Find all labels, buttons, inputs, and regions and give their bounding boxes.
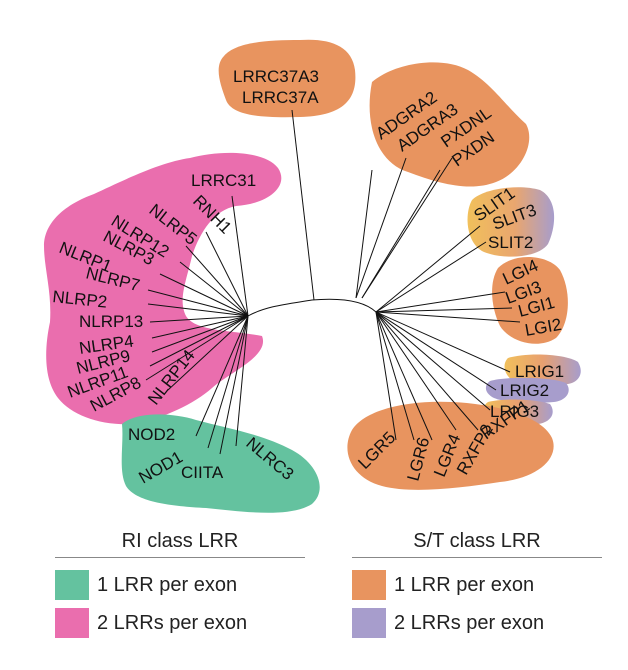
tree-branch (375, 311, 521, 323)
tree-branch (231, 195, 249, 317)
tree-branch (375, 311, 497, 391)
legend-st-title: S/T class LRR (352, 530, 602, 558)
blob-lgr-rxfp (347, 401, 554, 490)
tree-branch (167, 315, 249, 391)
label-lrrc31: LRRC31 (191, 171, 256, 190)
blob-lgi (492, 256, 568, 344)
tree-branch (375, 225, 481, 313)
legend-ri-item-1: 1 LRR per exon (55, 566, 305, 604)
swatch-st-2lrr (352, 608, 386, 638)
blob-lrig2 (485, 377, 569, 403)
legend-ri-title: RI class LRR (55, 530, 305, 558)
blob-nod (121, 414, 320, 513)
blob-adgra-pxdn (369, 62, 530, 187)
tree-branch (159, 273, 249, 317)
tree-branch (185, 245, 249, 317)
legend-ri-class: RI class LRR 1 LRR per exon 2 LRRs per e… (55, 530, 305, 642)
tree-branch (375, 291, 506, 313)
blob-slit (467, 187, 555, 257)
legend-st-item-1: 1 LRR per exon (352, 566, 602, 604)
label-lrrc37a3: LRRC37A3 (233, 67, 319, 86)
tree-branch (145, 315, 249, 381)
legend-st-class: S/T class LRR 1 LRR per exon 2 LRRs per … (352, 530, 602, 642)
label-lrig3: LRIG3 (490, 402, 539, 421)
blob-lrig1 (504, 354, 581, 386)
legend-st-item-1-label: 1 LRR per exon (394, 573, 535, 596)
legend-st-item-2: 2 LRRs per exon (352, 604, 602, 642)
tree-branch (355, 169, 373, 299)
label-ciita: CIITA (181, 463, 224, 482)
blob-lrrc37a (218, 39, 356, 118)
tree-branch (247, 298, 377, 317)
tree-branch (147, 303, 249, 317)
label-lrig1: LRIG1 (515, 362, 564, 381)
tree-branch (375, 311, 511, 373)
leaf-labels: LRRC37A3 LRRC37A ADGRA2 ADGRA3 PXDNL PXD… (52, 67, 565, 487)
label-lrig2: LRIG2 (500, 381, 549, 400)
tree-branch (375, 311, 479, 431)
label-nlrp13: NLRP13 (79, 312, 143, 331)
tree-branch (291, 109, 315, 301)
tree-branch (375, 241, 487, 313)
legend-ri-item-2-label: 2 LRRs per exon (97, 611, 248, 634)
tree-branch (147, 289, 249, 317)
tree-branch (235, 315, 249, 447)
tree-branch (149, 315, 249, 367)
tree-branch (375, 311, 415, 441)
swatch-ri-2lrr (55, 608, 89, 638)
legend-st-item-2-label: 2 LRRs per exon (394, 611, 545, 634)
tree-branch (375, 311, 457, 431)
group-highlights (44, 39, 581, 513)
tree-branch (219, 315, 249, 455)
tree-branch (195, 315, 249, 437)
tree-branch (375, 311, 397, 441)
swatch-ri-1lrr (55, 570, 89, 600)
label-nod2: NOD2 (128, 425, 175, 444)
tree-branch (207, 315, 249, 449)
tree-branch (375, 311, 433, 441)
tree-branches (145, 109, 521, 455)
swatch-st-1lrr (352, 570, 386, 600)
tree-branch (205, 231, 249, 317)
tree-branch (361, 169, 441, 299)
tree-branch (375, 307, 513, 313)
phylogenetic-tree: LRRC37A3 LRRC37A ADGRA2 ADGRA3 PXDNL PXD… (44, 39, 581, 513)
label-lrrc37a: LRRC37A (242, 88, 319, 107)
legend-ri-item-1-label: 1 LRR per exon (97, 573, 238, 596)
tree-branch (151, 315, 249, 353)
tree-branch (361, 157, 453, 299)
tree-branch (355, 157, 407, 299)
blob-nlrp (44, 152, 282, 425)
tree-branch (151, 315, 249, 339)
legend-ri-item-2: 2 LRRs per exon (55, 604, 305, 642)
tree-branch (375, 311, 491, 411)
tree-branch (149, 315, 249, 323)
label-slit2: SLIT2 (488, 233, 533, 252)
tree-branch (179, 261, 249, 317)
